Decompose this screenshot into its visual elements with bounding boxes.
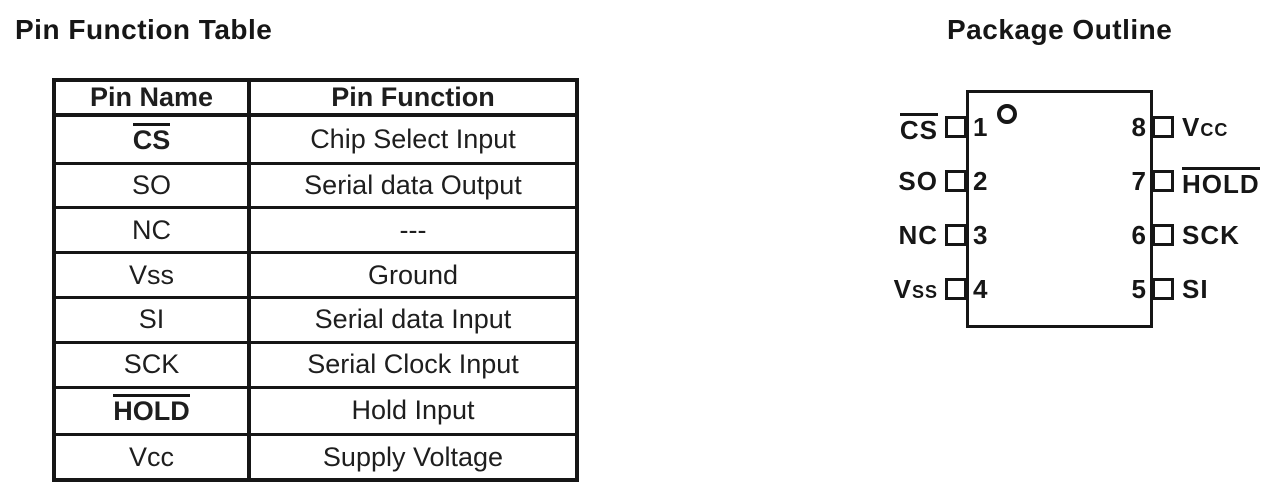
pin-name-cell: SO [52,161,251,210]
pin-function-cell: Hold Input [247,385,579,437]
pin-label-vcc: Vcc [1182,112,1229,142]
pin-name-cell: SI [52,295,251,344]
pin-function-cell: Serial Clock Input [247,340,579,389]
pin-function-cell: Supply Voltage [247,433,579,482]
table-header-row: Pin Name Pin Function [52,78,579,117]
pin-row-1-8: CS 1 8 Vcc [850,112,1274,144]
pin-function-cell: Chip Select Input [247,113,579,165]
pin-name-cell: CS [52,113,251,165]
pin-label-sck: SCK [1182,220,1240,250]
pin-name-cell: NC [52,206,251,255]
pin-row-4-5: Vss 4 5 SI [850,275,1274,303]
pin-label-cs: CS [850,113,938,144]
pin-row-2-7: SO 2 7 HOLD [850,166,1274,198]
pin-name-cell: Vcc [52,433,251,482]
pin-function-cell: Serial data Input [247,295,579,344]
pin-label-nc: NC [898,220,938,250]
table-row-cs: CS Chip Select Input [52,113,579,165]
pin-function-table-title: Pin Function Table [15,14,273,45]
pin1-indicator-icon [997,104,1017,124]
table-row-so: SO Serial data Output [52,161,579,210]
cs-overline: CS [899,113,938,145]
pin-label-si: SI [1182,274,1209,304]
column-header-pin-name: Pin Name [52,78,251,117]
pin-name-cs-overlined: CS [132,122,171,155]
pin-label-hold: HOLD [1182,167,1260,198]
table-row-nc: NC --- [52,206,579,255]
table-row-si: SI Serial data Input [52,295,579,344]
pin-pad-icon [1152,116,1174,138]
table-row-hold: HOLD Hold Input [52,385,579,437]
pin-pad-icon [945,278,967,300]
pin-function-cell: --- [247,206,579,255]
pin-row-3-6: NC 3 6 SCK [850,221,1274,249]
pin-number-2: 2 [973,166,988,196]
package-outline-title: Package Outline [947,14,1173,45]
pin-function-table: Pin Name Pin Function CS Chip Select Inp… [52,78,579,482]
pin-number-1: 1 [973,112,988,142]
pin-number-7: 7 [1131,166,1146,196]
pin-pad-icon [945,224,967,246]
pin-pad-icon [945,116,967,138]
pin-pad-icon [1152,170,1174,192]
pin-label-so: SO [898,166,938,196]
pin-number-3: 3 [973,220,988,250]
pin-function-cell: Ground [247,251,579,299]
table-row-sck: SCK Serial Clock Input [52,340,579,389]
pin-pad-icon [1152,224,1174,246]
pin-name-cell: Vss [52,251,251,299]
table-row-vss: Vss Ground [52,251,579,299]
pin-pad-icon [1152,278,1174,300]
package-outline-diagram: CS 1 8 Vcc SO 2 7 HOLD NC 3 6 SCK Vss [850,80,1274,350]
pin-number-8: 8 [1131,112,1146,142]
pin-number-4: 4 [973,274,988,304]
column-header-pin-function: Pin Function [247,78,579,117]
ic-body [966,90,1153,328]
pin-number-5: 5 [1131,274,1146,304]
pin-name-cell: HOLD [52,385,251,437]
pin-number-6: 6 [1131,220,1146,250]
pin-function-cell: Serial data Output [247,161,579,210]
pin-name-cell: SCK [52,340,251,389]
hold-overline: HOLD [1182,167,1260,199]
table-row-vcc: Vcc Supply Voltage [52,433,579,482]
pin-pad-icon [945,170,967,192]
pin-name-hold-overlined: HOLD [113,394,190,427]
pin-label-vss: Vss [893,274,938,304]
